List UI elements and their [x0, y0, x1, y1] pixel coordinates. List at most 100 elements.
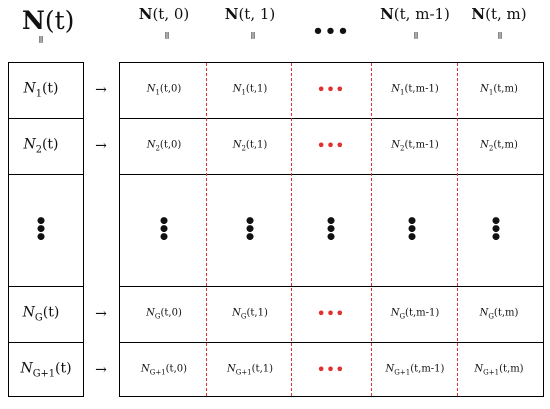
row-label-arg: (t) — [41, 80, 59, 97]
title-bold: N — [22, 6, 45, 35]
column-header-0-arg: (t, 0) — [152, 5, 190, 23]
row-label-arg: (t) — [42, 304, 60, 321]
matrix-cell-arg: (t,0) — [159, 83, 182, 95]
matrix-cell-arg: (t,0) — [165, 363, 188, 375]
matrix-cell-arg: (t,1) — [251, 363, 274, 375]
vertical-ellipsis-icon: ••• — [157, 209, 171, 249]
row-label-ng-plus-1: NG+1(t) — [20, 361, 71, 380]
arrow-icon: → — [95, 82, 107, 98]
title-equals-sign: = — [34, 34, 48, 45]
matrix-cell-arg: (t,m) — [493, 139, 518, 151]
column-divider-dashed — [291, 63, 292, 396]
matrix-cell-sub: 2 — [400, 144, 405, 153]
matrix-title: N(t) — [22, 6, 74, 35]
red-ellipsis: ••• — [317, 138, 345, 154]
vector-box — [8, 62, 84, 397]
column-header-4: N(t, m) — [471, 5, 526, 23]
red-ellipsis: ••• — [317, 82, 345, 98]
matrix-cell-sub: G — [240, 312, 247, 321]
matrix-cell: NG+1(t,m) — [474, 364, 523, 377]
matrix-cell-base: N — [146, 307, 155, 319]
matrix-cell-base: N — [391, 139, 401, 151]
matrix-cell-base: N — [226, 363, 236, 375]
column-divider-dashed — [371, 63, 372, 396]
matrix-cell-arg: (t,1) — [246, 307, 268, 319]
matrix-cell-base: N — [146, 139, 156, 151]
matrix-cell-sub: 2 — [241, 144, 246, 153]
matrix-cell: NG(t,m) — [480, 308, 519, 321]
matrix-cell: N1(t,0) — [147, 84, 182, 97]
matrix-box — [119, 62, 544, 397]
column-header-3: N(t, m-1) — [380, 5, 450, 23]
row-label-n2: N2(t) — [23, 137, 58, 156]
matrix-cell-arg: (t,1) — [245, 139, 268, 151]
matrix-cell-sub: G+1 — [235, 368, 252, 377]
row-label-sub: 1 — [35, 88, 42, 100]
column-divider-dashed — [457, 63, 458, 396]
arrow-icon: → — [95, 138, 107, 154]
matrix-cell: N1(t,m-1) — [391, 84, 438, 97]
arrow-icon: → — [95, 306, 107, 322]
matrix-cell-arg: (t,m-1) — [404, 139, 439, 151]
matrix-cell-base: N — [391, 83, 401, 95]
matrix-cell: N2(t,m) — [480, 140, 518, 153]
matrix-cell-sub: 2 — [155, 144, 160, 153]
row-label-sub: 2 — [35, 144, 42, 156]
matrix-cell-sub: G — [488, 312, 494, 321]
column-divider-dashed — [206, 63, 207, 396]
matrix-cell-base: N — [474, 363, 484, 375]
row-label-n1: N1(t) — [23, 81, 58, 100]
matrix-cell: N1(t,1) — [233, 84, 268, 97]
arrow-icon: → — [95, 362, 107, 378]
matrix-cell-base: N — [232, 139, 242, 151]
matrix-cell: N2(t,1) — [233, 140, 268, 153]
column-equals-sign: = — [246, 30, 260, 41]
column-equals-sign: = — [409, 30, 423, 41]
row-label-arg: (t) — [54, 360, 72, 377]
matrix-cell-base: N — [390, 307, 400, 319]
row-divider — [8, 286, 84, 287]
column-header-4-bold: N — [471, 5, 486, 23]
row-divider — [119, 342, 544, 343]
row-label-sub: G+1 — [32, 368, 55, 380]
matrix-cell-arg: (t,m) — [493, 307, 519, 319]
row-divider — [8, 174, 84, 175]
column-header-1-arg: (t, 1) — [238, 5, 276, 23]
matrix-cell-arg: (t,0) — [160, 307, 182, 319]
matrix-cell-arg: (t,1) — [245, 83, 268, 95]
vertical-ellipsis-icon: ••• — [34, 209, 48, 249]
matrix-cell-sub: 1 — [155, 88, 160, 97]
row-divider — [119, 174, 544, 175]
matrix-cell: NG(t,m-1) — [391, 308, 440, 321]
matrix-cell: NG+1(t,1) — [227, 364, 273, 377]
vertical-ellipsis-icon: ••• — [405, 209, 419, 249]
column-header-1-bold: N — [224, 5, 239, 23]
row-divider — [8, 342, 84, 343]
matrix-cell-arg: (t,m-1) — [404, 83, 439, 95]
vertical-ellipsis-icon: ••• — [324, 209, 338, 249]
row-label-base: N — [22, 304, 35, 321]
matrix-cell-base: N — [480, 83, 489, 95]
matrix-cell-sub: G+1 — [149, 368, 166, 377]
vertical-ellipsis-icon: ••• — [489, 209, 503, 249]
column-header-3-arg: (t, m-1) — [393, 5, 450, 23]
column-equals-sign: = — [493, 30, 507, 41]
red-ellipsis: ••• — [317, 306, 345, 322]
matrix-cell-sub: 2 — [488, 144, 494, 153]
row-divider — [119, 118, 544, 119]
column-header-4-arg: (t, m) — [485, 5, 527, 23]
matrix-cell-arg: (t,m) — [493, 83, 518, 95]
matrix-cell-base: N — [385, 363, 395, 375]
matrix-cell: N2(t,0) — [147, 140, 182, 153]
matrix-cell-arg: (t,m-1) — [405, 307, 440, 319]
matrix-cell-base: N — [140, 363, 150, 375]
vertical-ellipsis-icon: ••• — [243, 209, 257, 249]
matrix-cell: N2(t,m-1) — [391, 140, 438, 153]
matrix-cell-sub: G+1 — [483, 368, 500, 377]
matrix-cell: NG+1(t,0) — [141, 364, 187, 377]
matrix-cell-arg: (t,m) — [499, 363, 524, 375]
matrix-cell-arg: (t,0) — [159, 139, 182, 151]
matrix-cell: NG+1(t,m-1) — [386, 364, 445, 377]
red-ellipsis: ••• — [317, 362, 345, 378]
row-label-base: N — [20, 360, 33, 377]
